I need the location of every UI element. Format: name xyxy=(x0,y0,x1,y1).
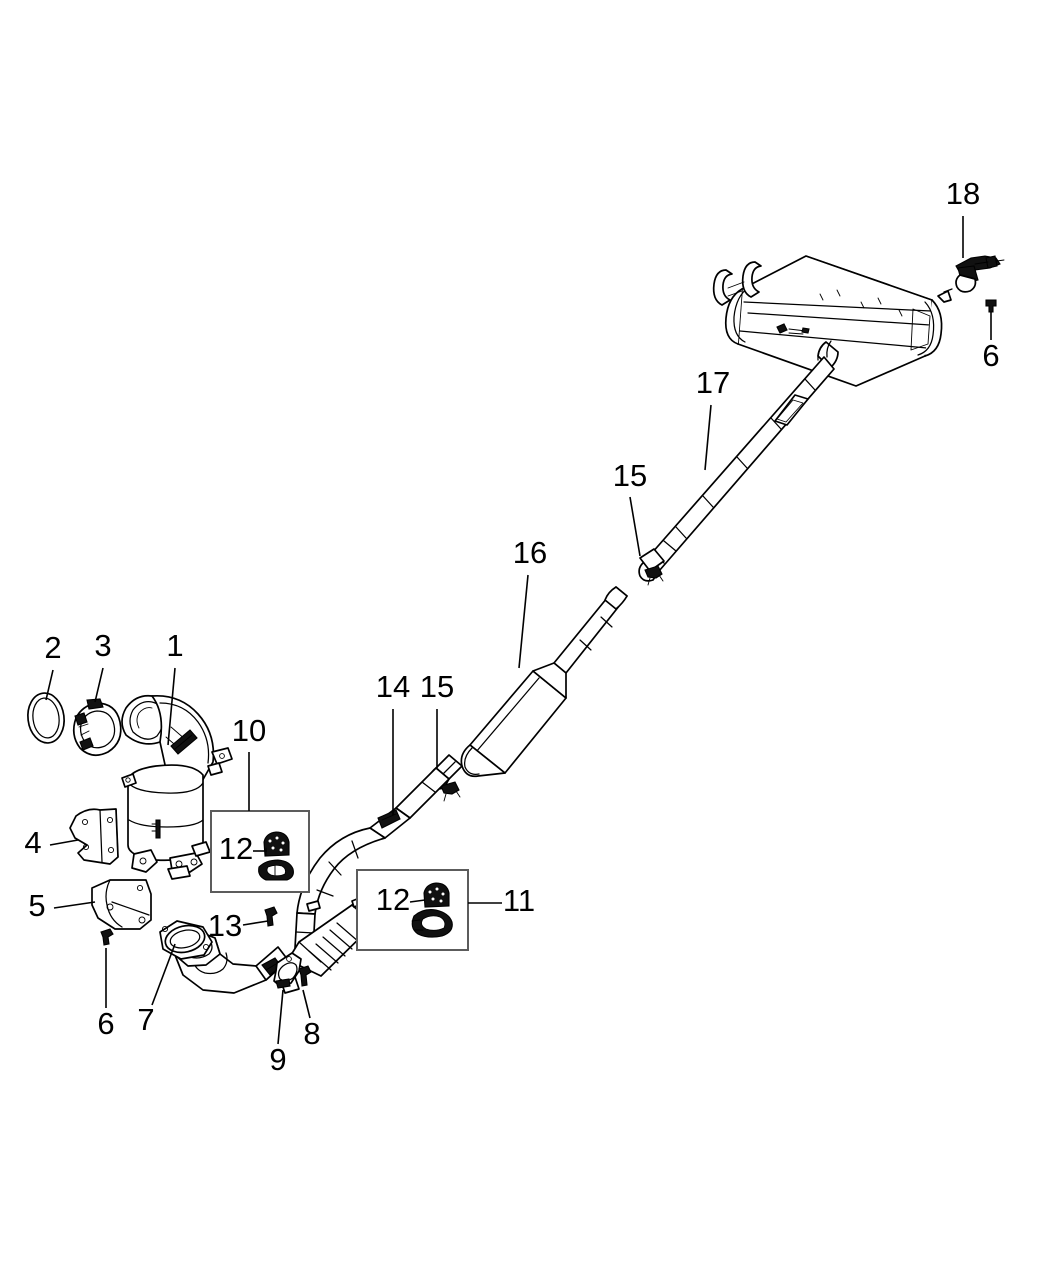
callout-number-11[interactable]: 11 xyxy=(503,883,535,918)
leader-line-5 xyxy=(53,901,96,909)
leader-line-9 xyxy=(277,989,284,1045)
bolt-13 xyxy=(264,906,278,927)
callout-number-12[interactable]: 12 xyxy=(219,831,253,866)
bolt-6-right xyxy=(985,299,997,313)
leader-lines xyxy=(45,216,992,1045)
seal-ring xyxy=(27,692,65,744)
hanger-isolator-upper xyxy=(263,831,290,857)
leader-line-7 xyxy=(151,943,176,1006)
leader-line-12 xyxy=(409,899,426,903)
heat-shield-bracket-lower xyxy=(91,879,152,930)
hanger-bracket-rear xyxy=(955,255,1005,293)
callout-number-14[interactable]: 14 xyxy=(376,669,410,704)
callout-number-15[interactable]: 15 xyxy=(613,458,647,493)
callout-number-7[interactable]: 7 xyxy=(137,1002,154,1037)
leader-line-15 xyxy=(629,496,641,557)
leader-line-3 xyxy=(94,667,104,703)
muffler-assembly xyxy=(712,255,953,387)
callout-number-17[interactable]: 17 xyxy=(696,365,730,400)
leader-line-17 xyxy=(704,404,712,471)
clamp-v-band xyxy=(72,698,122,757)
hanger-kit-box-lower xyxy=(356,869,469,951)
intermediate-pipe xyxy=(294,767,450,951)
leader-line-8 xyxy=(302,989,311,1019)
leader-line-13 xyxy=(242,920,269,926)
callout-number-9[interactable]: 9 xyxy=(269,1042,286,1077)
exhaust-gasket xyxy=(159,920,213,960)
callout-number-5[interactable]: 5 xyxy=(28,888,45,923)
callout-number-1[interactable]: 1 xyxy=(166,628,183,663)
leader-line-1 xyxy=(167,667,176,746)
resonator-assembly xyxy=(429,586,628,802)
hanger-bracket-upper xyxy=(258,859,294,881)
heat-shield-bracket-upper xyxy=(69,808,119,865)
leader-line-2 xyxy=(45,669,54,701)
tail-pipe xyxy=(638,356,835,582)
muffler-stamp xyxy=(776,323,810,335)
callout-number-10[interactable]: 10 xyxy=(232,713,266,748)
leader-line-16 xyxy=(518,574,529,669)
hanger-wire-lower xyxy=(411,909,453,938)
callout-number-18[interactable]: 18 xyxy=(946,176,980,211)
catalytic-converter xyxy=(121,694,233,880)
callout-number-2[interactable]: 2 xyxy=(44,630,61,665)
bolt-6-left xyxy=(100,928,114,946)
callout-number-16[interactable]: 16 xyxy=(513,535,547,570)
callout-number-3[interactable]: 3 xyxy=(94,628,111,663)
callout-number-6[interactable]: 6 xyxy=(97,1006,114,1041)
callout-number-4[interactable]: 4 xyxy=(24,825,41,860)
clamp-band-upper xyxy=(639,548,665,586)
bolt-8 xyxy=(298,965,312,987)
callout-number-15[interactable]: 15 xyxy=(420,669,454,704)
hanger-isolator-lower xyxy=(423,882,450,908)
callout-number-13[interactable]: 13 xyxy=(208,908,242,943)
pipe-hanger-bracket-9 xyxy=(273,952,302,989)
leader-line-4 xyxy=(49,839,79,846)
callout-number-6[interactable]: 6 xyxy=(982,338,999,373)
callout-number-12[interactable]: 12 xyxy=(376,882,410,917)
callout-number-8[interactable]: 8 xyxy=(303,1016,320,1051)
